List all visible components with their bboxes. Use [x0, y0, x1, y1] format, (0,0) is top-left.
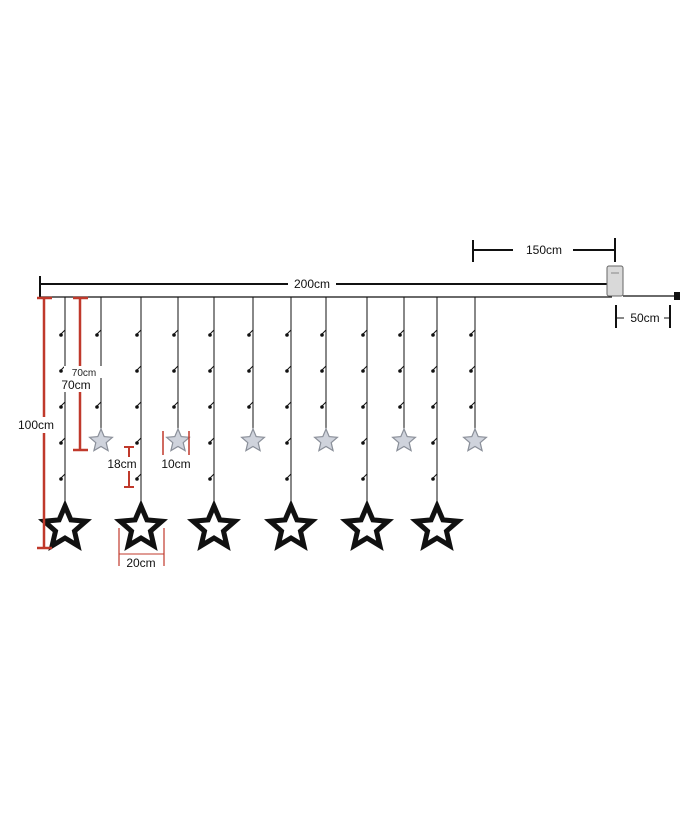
bulb-dot	[247, 369, 251, 373]
large-star-size-dimension: 20cm	[118, 528, 165, 570]
large-star-icon	[187, 499, 241, 552]
bulb-dot	[208, 405, 212, 409]
bulb-dot	[208, 333, 212, 337]
small-star-icon	[391, 427, 417, 452]
bulb-dot	[135, 369, 139, 373]
short-drop-overlay-label: 70cm	[72, 368, 96, 379]
small-star-size-dimension: 10cm	[161, 431, 191, 471]
small-star-icon	[313, 427, 339, 452]
small-star-icon	[240, 427, 266, 452]
bulb-dot	[320, 333, 324, 337]
bulb-dot	[285, 369, 289, 373]
bulb-dot	[59, 477, 63, 481]
power-plug-icon	[674, 292, 680, 300]
controller-cable-dimension: 150cm	[472, 238, 616, 262]
light-drops	[38, 297, 488, 552]
large-star-icon	[410, 499, 464, 552]
bulb-dot	[172, 369, 176, 373]
bulb-dot	[285, 477, 289, 481]
bulb-dot	[431, 333, 435, 337]
bulb-dot	[135, 333, 139, 337]
bulb-dot	[285, 441, 289, 445]
bulb-dot	[469, 405, 473, 409]
bulb-dot	[95, 405, 99, 409]
bulb-dot	[361, 477, 365, 481]
bulb-dot	[208, 441, 212, 445]
large-star-icon	[114, 499, 168, 552]
bulb-dot	[431, 405, 435, 409]
bulb-dot	[469, 369, 473, 373]
small-star-icon	[462, 427, 488, 452]
bulb-dot	[59, 333, 63, 337]
bulb-dot	[247, 405, 251, 409]
bulb-dot	[361, 405, 365, 409]
large-star-size-label: 20cm	[126, 556, 155, 570]
bulb-dot	[361, 333, 365, 337]
short-drop-dimension: 70cm 70cm	[56, 296, 102, 452]
bulb-dot	[431, 369, 435, 373]
bulb-dot	[135, 441, 139, 445]
long-drop-dimension: 100cm	[14, 296, 58, 550]
bulb-dot	[172, 333, 176, 337]
small-star-icon	[165, 427, 191, 452]
main-length-label: 200cm	[294, 277, 330, 291]
bulb-dot	[361, 369, 365, 373]
bulb-dot	[398, 333, 402, 337]
small-star-icon	[88, 427, 114, 452]
bulb-dot	[431, 477, 435, 481]
controller-box-icon	[606, 265, 624, 297]
bulb-dot	[398, 369, 402, 373]
bulb-dot	[95, 333, 99, 337]
bulb-dot	[320, 405, 324, 409]
small-star-size-label: 10cm	[161, 457, 190, 471]
star-gap-label: 18cm	[107, 457, 136, 471]
bulb-dot	[361, 441, 365, 445]
large-star-icon	[264, 499, 318, 552]
bulb-dot	[247, 333, 251, 337]
main-length-dimension: 200cm	[39, 276, 610, 298]
bulb-dot	[320, 369, 324, 373]
bulb-dot	[135, 477, 139, 481]
power-cable-label: 50cm	[630, 311, 659, 325]
bulb-dot	[208, 477, 212, 481]
large-star-icon	[340, 499, 394, 552]
bulb-dot	[208, 369, 212, 373]
large-star-icon	[38, 499, 92, 552]
bulb-dot	[59, 369, 63, 373]
bulb-dot	[398, 405, 402, 409]
bulb-dot	[431, 441, 435, 445]
bulb-dot	[135, 405, 139, 409]
bulb-dot	[469, 333, 473, 337]
star-gap-dimension: 18cm	[104, 446, 140, 488]
bulb-dot	[285, 405, 289, 409]
bulb-dot	[172, 405, 176, 409]
long-drop-label: 100cm	[18, 418, 54, 432]
short-drop-label: 70cm	[61, 378, 90, 392]
bulb-dot	[285, 333, 289, 337]
bulb-dot	[59, 441, 63, 445]
power-cable-dimension: 50cm	[615, 305, 671, 328]
bulb-dot	[59, 405, 63, 409]
controller-cable-label: 150cm	[526, 243, 562, 257]
